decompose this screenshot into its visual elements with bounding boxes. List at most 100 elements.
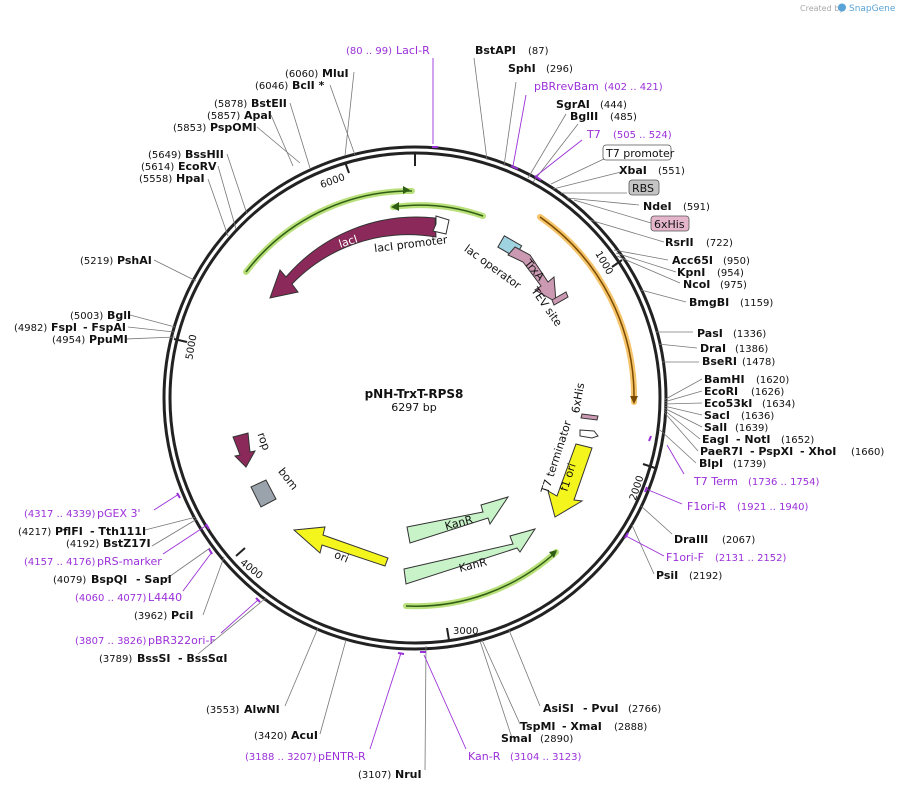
enzyme-blpi[interactable]: BlpI [699, 457, 723, 470]
enzyme-pspomi[interactable]: PspOMI [210, 121, 257, 134]
primer-prs-marker-range: (4157 .. 4176) [24, 557, 96, 568]
enzyme-xhoi[interactable]: - XhoI [800, 445, 836, 458]
enzyme-alwni[interactable]: AlwNI [244, 703, 280, 716]
enzyme-bsssi[interactable]: BssSI [137, 652, 171, 665]
enzyme-tth111i[interactable]: - Tth111I [90, 525, 146, 538]
kanR-arrow-1[interactable] [406, 496, 510, 544]
6xHis-label-box[interactable] [650, 215, 690, 232]
enzyme-pasi[interactable]: PasI [697, 327, 723, 340]
enzyme-bspqi[interactable]: BspQI [91, 573, 127, 586]
6xHis-box[interactable] [580, 413, 599, 421]
enzyme-rsrii[interactable]: RsrII [665, 236, 694, 249]
enzyme-ecorv[interactable]: EcoRV [178, 160, 217, 173]
rbs-box[interactable] [628, 179, 660, 196]
enzyme-bsshii[interactable]: BssHII [185, 148, 224, 161]
enzyme-bmgbi[interactable]: BmgBI [689, 296, 729, 309]
primer-laci-r[interactable]: LacI-R [396, 44, 430, 57]
enzyme-nrui[interactable]: NruI [395, 768, 422, 781]
enzyme-bgli[interactable]: BglI [107, 309, 131, 322]
enzyme-drai-pos: (1386) [735, 344, 768, 355]
enzyme-sali[interactable]: SalI [704, 421, 727, 434]
enzyme-pvui[interactable]: - PvuI [583, 702, 619, 715]
enzyme-drai[interactable]: DraI [700, 342, 726, 355]
enzyme-bstapi[interactable]: BstAPI [475, 44, 516, 57]
primer-prs-marker[interactable]: pRS-marker [97, 555, 162, 568]
enzyme-pspxi[interactable]: - PspXI [750, 445, 793, 458]
bom-box[interactable] [250, 479, 277, 508]
enzyme-bsteii-pos: (5878) [214, 99, 247, 110]
tick-2000 [642, 463, 656, 469]
enzyme-fspi[interactable]: FspI [51, 321, 77, 334]
enzyme-xbai[interactable]: XbaI [619, 164, 647, 177]
enzyme-acc65i[interactable]: Acc65I [672, 254, 713, 267]
enzyme-pflfi[interactable]: PflFI [55, 525, 83, 538]
enzyme-bsteii[interactable]: BstEII [251, 97, 287, 110]
lacI-promoter-arrow[interactable] [432, 215, 450, 235]
enzyme-saci[interactable]: SacI [704, 409, 730, 422]
enzyme-psii[interactable]: PsiI [656, 569, 678, 582]
enzyme-draiii[interactable]: DraIII [674, 533, 708, 546]
enzyme-noti[interactable]: - NotI [736, 433, 771, 446]
enzyme-ncoi[interactable]: NcoI [683, 278, 710, 291]
t7-terminator-arrow[interactable] [579, 429, 599, 439]
primer-t7-range: (505 .. 524) [613, 130, 672, 141]
enzyme-pasi-pos: (1336) [733, 329, 766, 340]
enzyme-pshai[interactable]: PshAI [117, 254, 152, 267]
watermark: Created by SnapGene [800, 3, 896, 14]
enzyme-eco53ki[interactable]: Eco53kI [704, 397, 752, 410]
enzyme-fspai[interactable]: - FspAI [83, 321, 126, 334]
enzyme-asisi[interactable]: AsiSI [543, 702, 574, 715]
enzyme-sphi[interactable]: SphI [508, 62, 536, 75]
enzyme-bamhi[interactable]: BamHI [704, 373, 745, 386]
6xHis-feature-label: 6xHis [569, 382, 587, 415]
rop-arrow[interactable] [232, 432, 256, 468]
enzyme-paer7i[interactable]: PaeR7I [700, 445, 743, 458]
enzyme-xbai-pos: (551) [658, 166, 685, 177]
enzyme-sapi[interactable]: - SapI [136, 573, 172, 586]
enzyme-pcii[interactable]: PciI [171, 609, 193, 622]
ori-arrow[interactable] [292, 526, 389, 567]
primer-f1ori-r[interactable]: F1ori-R [687, 500, 727, 513]
enzyme-apai[interactable]: ApaI [244, 109, 272, 122]
primer-f1ori-f[interactable]: F1ori-F [666, 551, 704, 564]
lacI-arrow[interactable] [269, 216, 437, 299]
primer-pbr322ori-f[interactable]: pBR322ori-F [148, 634, 216, 647]
enzyme-hpai[interactable]: HpaI [176, 172, 205, 185]
enzyme-acc65i-pos: (950) [723, 256, 750, 267]
lacI-promoter-halo-arrow-icon [391, 202, 399, 211]
tev-site-box[interactable] [551, 291, 569, 306]
enzyme-bglii[interactable]: BglII [570, 110, 598, 123]
enzyme-acui[interactable]: AcuI [291, 729, 318, 742]
primer-pgex3[interactable]: pGEX 3' [97, 507, 141, 520]
enzyme-bseri[interactable]: BseRI [702, 355, 737, 368]
enzyme-tspmi[interactable]: TspMI [520, 720, 556, 733]
enzyme-bcli[interactable]: BclI * [292, 79, 325, 92]
enzyme-smai[interactable]: SmaI [501, 732, 532, 745]
primer-l4440[interactable]: L4440 [148, 591, 182, 604]
enzyme-bstz17i[interactable]: BstZ17I [103, 537, 151, 550]
enzyme-smai-pos: (2890) [540, 734, 573, 745]
trxA-arrow[interactable] [507, 246, 557, 303]
enzyme-bsssai[interactable]: - BssSαI [178, 652, 227, 665]
feature-halos [243, 186, 638, 610]
f1-ori-arrow[interactable] [547, 443, 593, 518]
primer-t7-term[interactable]: T7 Term [693, 475, 738, 488]
enzyme-ecori[interactable]: EcoRI [704, 385, 738, 398]
enzyme-psii-pos: (2192) [689, 571, 722, 582]
enzyme-ppumi[interactable]: PpuMI [89, 333, 128, 346]
enzyme-xmai[interactable]: - XmaI [562, 720, 602, 733]
enzyme-kpni[interactable]: KpnI [677, 266, 705, 279]
enzyme-eagi[interactable]: EagI [702, 433, 729, 446]
enzyme-sgrai-pos: (444) [600, 100, 627, 111]
enzyme-draiii-pos: (2067) [722, 535, 755, 546]
enzyme-ndei[interactable]: NdeI [643, 200, 672, 213]
t7-promoter-box[interactable] [602, 144, 672, 161]
primer-pentr-r[interactable]: pENTR-R [318, 750, 366, 763]
primer-pbrrevbam[interactable]: pBRrevBam [534, 80, 599, 93]
enzyme-sgrai[interactable]: SgrAI [556, 98, 590, 111]
primer-kan-r[interactable]: Kan-R [468, 750, 501, 763]
primer-t7[interactable]: T7 [586, 128, 601, 141]
enzyme-mlui-pos: (6060) [285, 69, 318, 80]
kanR-arrow-2[interactable] [403, 528, 537, 585]
enzyme-mlui[interactable]: MluI [322, 67, 349, 80]
